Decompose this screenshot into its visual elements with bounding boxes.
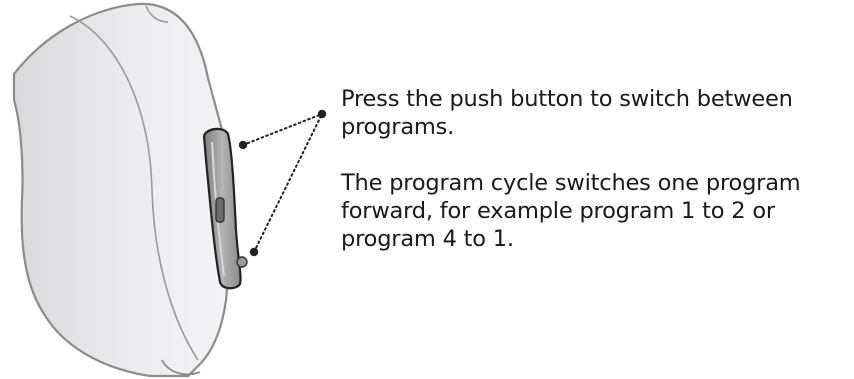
device-seam <box>69 15 199 361</box>
callout-cycle-description: The program cycle switches one program f… <box>341 170 801 252</box>
leader-dot-anchor <box>317 109 327 119</box>
device-top-nub <box>145 5 169 23</box>
push-button <box>202 127 248 290</box>
leader-line-bottom <box>253 113 323 253</box>
callout-instruction: Press the push button to switch between … <box>341 86 793 140</box>
leader-dot-bottom <box>249 247 259 257</box>
button-bottom-knob <box>236 256 248 268</box>
device-shell <box>12 2 231 378</box>
button-slot <box>215 197 225 223</box>
device-bottom-tab <box>161 359 201 376</box>
hearing-aid-device <box>12 2 231 378</box>
callout-text-block: Press the push button to switch between … <box>341 85 851 253</box>
leader-lines <box>238 109 327 257</box>
leader-dot-top <box>238 140 248 150</box>
leader-line-top <box>242 113 323 146</box>
